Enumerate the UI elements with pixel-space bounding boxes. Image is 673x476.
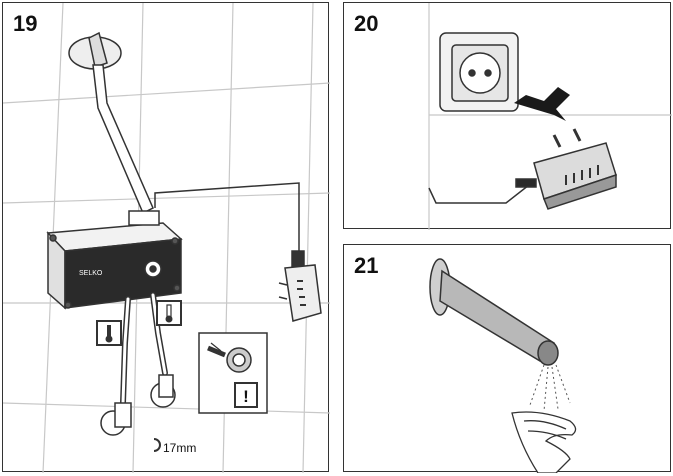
sensor-cable-pipe	[92, 64, 154, 215]
hand-icon	[511, 411, 577, 473]
wall-rosette	[68, 31, 122, 70]
wrench-size-label: 17mm	[163, 441, 196, 455]
panel-step-20: 20	[343, 2, 672, 230]
svg-text:!: !	[243, 387, 249, 406]
control-box: SELKO	[46, 222, 183, 310]
plug-adapter-icon	[515, 128, 617, 210]
hot-water-thermometer-icon	[96, 320, 122, 346]
wrench-icon	[153, 438, 161, 452]
installation-illustration: SELKO	[3, 3, 330, 473]
step-number-21: 21	[354, 253, 379, 278]
power-socket-icon	[439, 32, 519, 112]
panel-step-19: 19	[2, 2, 330, 473]
water-spray-icon	[529, 364, 571, 412]
faucet-spout-icon	[429, 258, 559, 366]
panel-step-21: 21	[343, 244, 671, 473]
cold-water-thermometer-icon	[156, 300, 182, 326]
step-number-19: 19	[13, 11, 38, 36]
warning-icon: !	[234, 382, 258, 408]
detail-inset	[198, 332, 268, 414]
arrow-icon	[514, 87, 570, 121]
usage-illustration	[429, 258, 577, 473]
brand-label: SELKO	[79, 270, 103, 277]
adapter-unit	[278, 250, 322, 322]
step-number-20: 20	[354, 11, 379, 36]
adapter-cable	[428, 184, 530, 204]
power-connection-illustration	[428, 3, 672, 230]
angle-valves	[100, 374, 176, 436]
power-cable	[154, 182, 300, 253]
